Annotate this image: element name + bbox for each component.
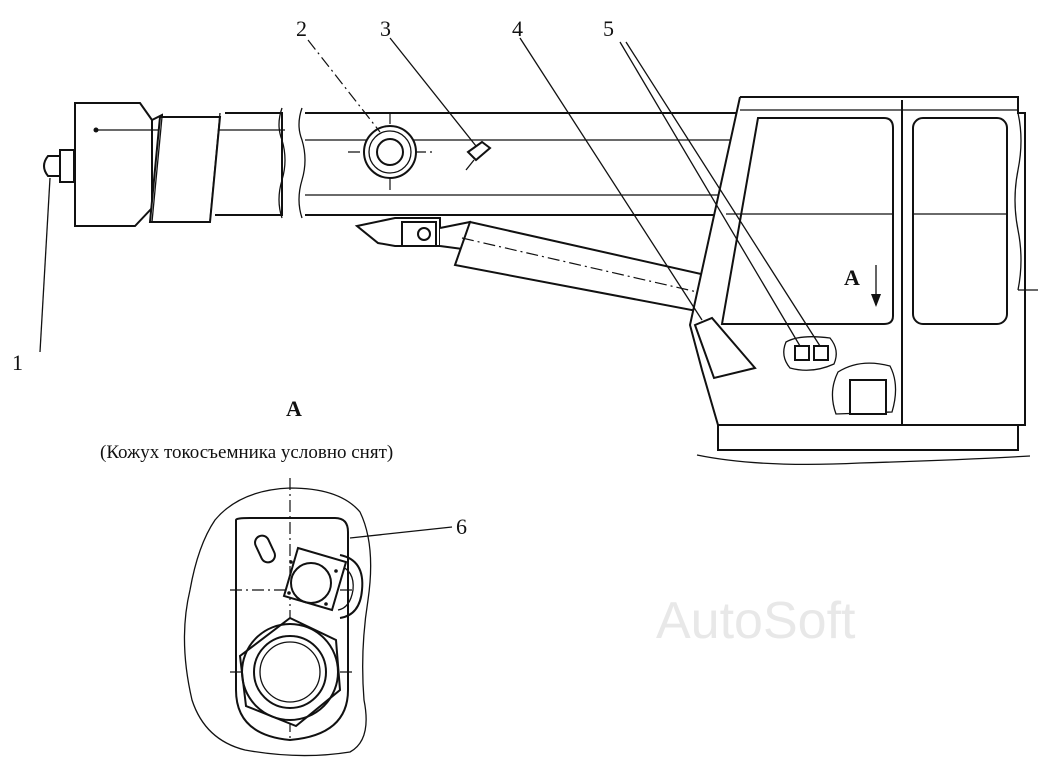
view-a-title: А [286,396,302,421]
callout-2: 2 [296,16,307,41]
boom-head [43,102,285,227]
callout-5: 5 [603,16,614,41]
leader-lines [39,37,821,539]
callout-3: 3 [380,16,391,41]
hydraulic-cylinder [354,217,712,314]
view-a-marker: A [844,265,860,290]
boom-main-section [305,112,740,216]
callout-6: 6 [456,514,467,539]
boom-telescopic-sections [148,107,306,223]
view-a-detail [183,478,372,757]
operator-cabin [688,96,1038,466]
view-a-caption: (Кожух токосъемника условно снят) [100,442,393,463]
watermark: AutoSoft [656,592,856,650]
callout-4: 4 [512,16,523,41]
callout-1: 1 [12,350,23,375]
